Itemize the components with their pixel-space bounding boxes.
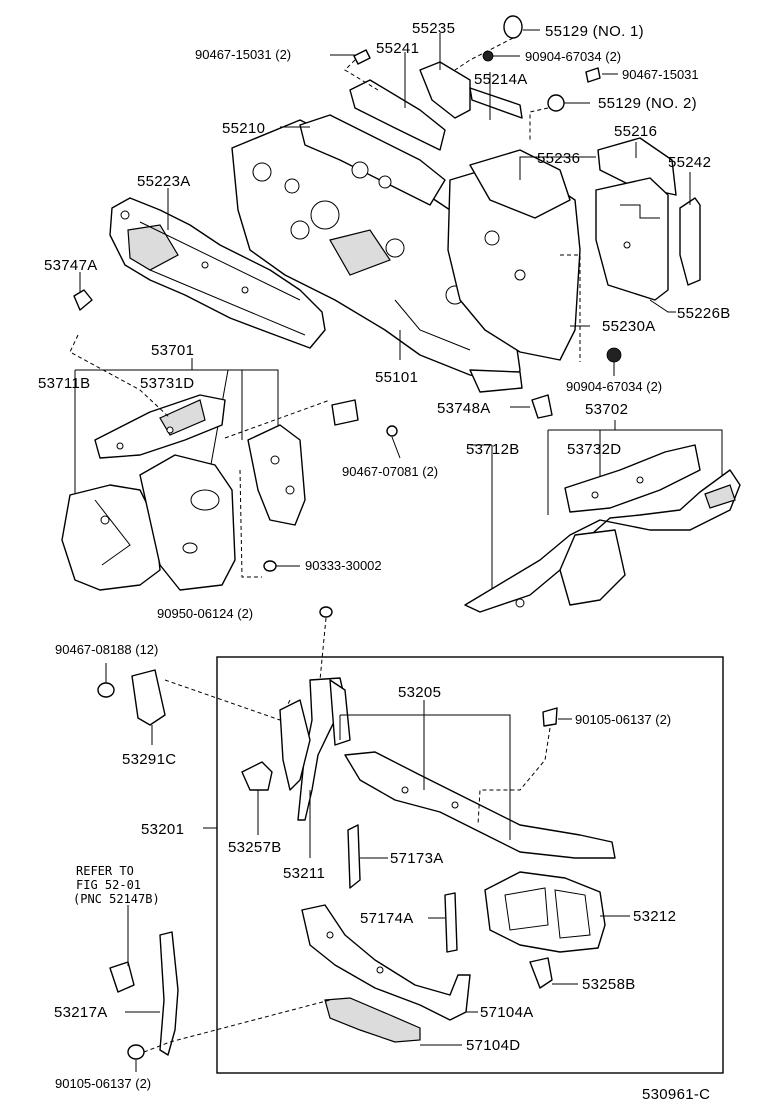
label-53212: 53212 <box>633 908 676 925</box>
label-55242: 55242 <box>668 154 711 171</box>
label-55129-no1: 55129 (NO. 1) <box>545 23 644 40</box>
label-55101: 55101 <box>375 369 418 386</box>
label-55129-no2: 55129 (NO. 2) <box>598 95 697 112</box>
part-57104D-shape <box>324 997 421 1043</box>
part-55216-shape <box>597 137 677 196</box>
part-57174A-shape <box>444 892 458 953</box>
clip-55129-no1-icon <box>503 15 523 39</box>
part-57173A-shape <box>347 824 361 889</box>
label-90904-67034-top: 90904-67034 (2) <box>525 49 621 64</box>
part-53205-shape <box>344 751 616 859</box>
label-53258B: 53258B <box>582 976 636 993</box>
label-53702: 53702 <box>585 401 628 418</box>
label-55235: 55235 <box>412 20 455 37</box>
label-53211: 53211 <box>283 865 325 882</box>
label-90105-06137-bot: 90105-06137 (2) <box>55 1076 151 1091</box>
label-53217A: 53217A <box>54 1004 108 1021</box>
part-55214A-shape <box>469 87 523 119</box>
label-57174A: 57174A <box>360 910 414 927</box>
label-90105-06137-top: 90105-06137 (2) <box>575 712 671 727</box>
label-53731D: 53731D <box>140 375 194 392</box>
diagram-code: 530961-C <box>642 1086 710 1103</box>
label-55226B: 55226B <box>677 305 731 322</box>
label-57173A: 57173A <box>390 850 444 867</box>
part-53731D-shape <box>94 394 226 459</box>
label-refer-to: REFER TO <box>76 864 134 878</box>
label-90904-67034-mid: 90904-67034 (2) <box>566 379 662 394</box>
part-53257B-shape <box>241 761 273 791</box>
part-apron-left-shape <box>139 454 236 591</box>
label-90467-15031-2: 90467-15031 (2) <box>195 47 291 62</box>
label-90467-15031: 90467-15031 <box>622 67 699 82</box>
part-53732D-shape <box>564 444 701 513</box>
label-90467-07081: 90467-07081 (2) <box>342 464 438 479</box>
label-55236: 55236 <box>537 150 580 167</box>
apron-group-right <box>464 394 741 613</box>
label-53732D: 53732D <box>567 441 621 458</box>
dash-panel-group <box>73 15 701 393</box>
part-55241-shape <box>349 79 446 151</box>
label-57104A: 57104A <box>480 1004 534 1021</box>
radiator-support-frame <box>216 656 724 1074</box>
label-53257B: 53257B <box>228 839 282 856</box>
part-53258B-shape <box>529 957 553 989</box>
label-refer-fig: FIG 52-01 <box>76 878 141 892</box>
part-labels: 55129 (NO. 1) 55235 90467-15031 (2) 5524… <box>38 20 731 1103</box>
label-57104D: 57104D <box>466 1037 520 1054</box>
part-57104A-shape <box>301 904 471 1021</box>
part-55226B-shape <box>595 177 669 301</box>
label-53711B: 53711B <box>38 375 90 392</box>
part-53712B-shape <box>464 469 741 613</box>
label-55241: 55241 <box>376 40 419 57</box>
label-53712B: 53712B <box>466 441 520 458</box>
label-90333-30002: 90333-30002 <box>305 558 382 573</box>
part-53217A-shape <box>159 931 179 1056</box>
label-53205: 53205 <box>398 684 441 701</box>
label-53291C: 53291C <box>122 751 176 768</box>
part-53291C-shape <box>131 669 166 726</box>
label-53201: 53201 <box>141 821 184 838</box>
label-55216: 55216 <box>614 123 657 140</box>
label-90950-06124: 90950-06124 (2) <box>157 606 253 621</box>
leader-lines-top <box>79 29 691 376</box>
label-55230A: 55230A <box>602 318 656 335</box>
apron-group-left <box>61 334 401 591</box>
label-90467-08188: 90467-08188 (12) <box>55 642 158 657</box>
label-53701: 53701 <box>151 342 194 359</box>
label-55223A: 55223A <box>137 173 191 190</box>
radiator-support-parts <box>97 606 630 1072</box>
label-refer-pnc: (PNC 52147B) <box>73 892 160 906</box>
label-55210: 55210 <box>222 120 265 137</box>
part-55242-shape <box>679 197 701 286</box>
label-55214A: 55214A <box>474 71 528 88</box>
label-53748A: 53748A <box>437 400 491 417</box>
part-53711B-shape <box>61 484 161 591</box>
label-53747A: 53747A <box>44 257 98 274</box>
